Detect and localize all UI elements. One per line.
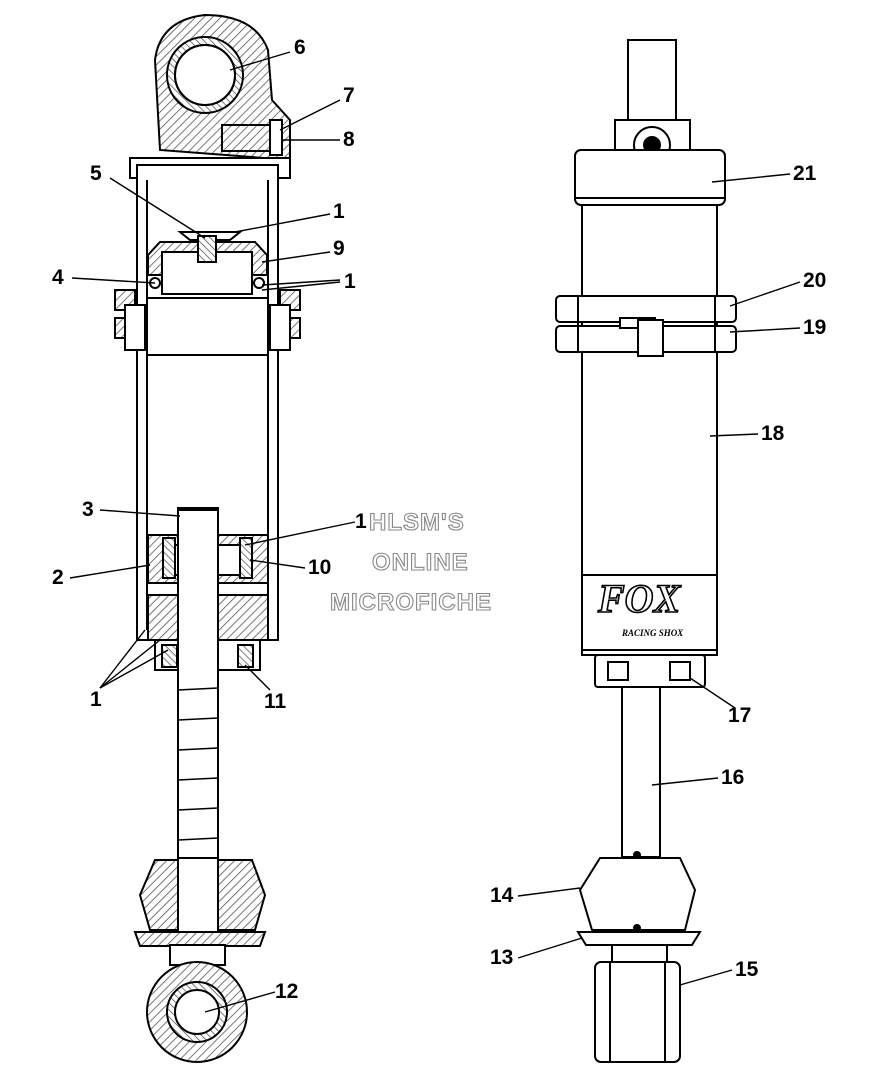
callout-12: 12 (275, 980, 298, 1003)
callout-2: 2 (52, 566, 64, 589)
callout-1-c: 1 (355, 510, 367, 533)
callout-1-b: 1 (344, 270, 356, 293)
callout-3: 3 (82, 498, 94, 521)
watermark: HLSM'S ONLINE MICROFICHE (329, 508, 492, 616)
callout-1-d: 1 (90, 688, 102, 711)
callout-21: 21 (793, 162, 817, 185)
bleed-bolt (197, 235, 217, 263)
spring-seat (133, 931, 267, 947)
piston-shaft-exterior (621, 686, 661, 858)
spring-seat-washer (576, 931, 702, 946)
fox-logo-tagline: RACING SHOX (621, 628, 684, 638)
top-cap (574, 149, 726, 206)
callout-5: 5 (90, 162, 102, 185)
bottom-eye-exterior (594, 961, 681, 1063)
fox-logo-brand: FOX (597, 576, 682, 621)
callout-14: 14 (490, 884, 514, 907)
callout-6: 6 (294, 36, 306, 59)
watermark-line3: MICROFICHE (330, 589, 492, 616)
watermark-line1: HLSM'S (369, 509, 465, 536)
callout-18: 18 (761, 422, 785, 445)
callout-1-a: 1 (333, 200, 345, 223)
callout-4: 4 (52, 266, 64, 289)
callout-16: 16 (721, 766, 744, 789)
callout-19: 19 (803, 316, 826, 339)
callout-20: 20 (803, 269, 826, 292)
callout-13: 13 (490, 946, 513, 969)
fox-logo: FOX RACING SHOX (596, 575, 684, 638)
callout-8: 8 (343, 128, 355, 151)
callout-7: 7 (343, 84, 355, 107)
watermark-line2: ONLINE (372, 549, 469, 576)
callout-10: 10 (308, 556, 331, 579)
bump-stop-exterior (578, 857, 697, 931)
leader-lines (69, 51, 801, 1013)
callout-15: 15 (735, 958, 759, 981)
bleed-fitting (221, 124, 278, 152)
callout-9: 9 (333, 237, 345, 260)
shock-exterior-view (555, 39, 737, 1063)
shock-cross-section (114, 13, 301, 1063)
callout-11: 11 (264, 690, 287, 713)
callout-labels: 6 7 8 5 1 9 1 4 3 1 2 10 1 11 12 21 20 1… (52, 36, 826, 1003)
callout-17: 17 (728, 704, 751, 727)
